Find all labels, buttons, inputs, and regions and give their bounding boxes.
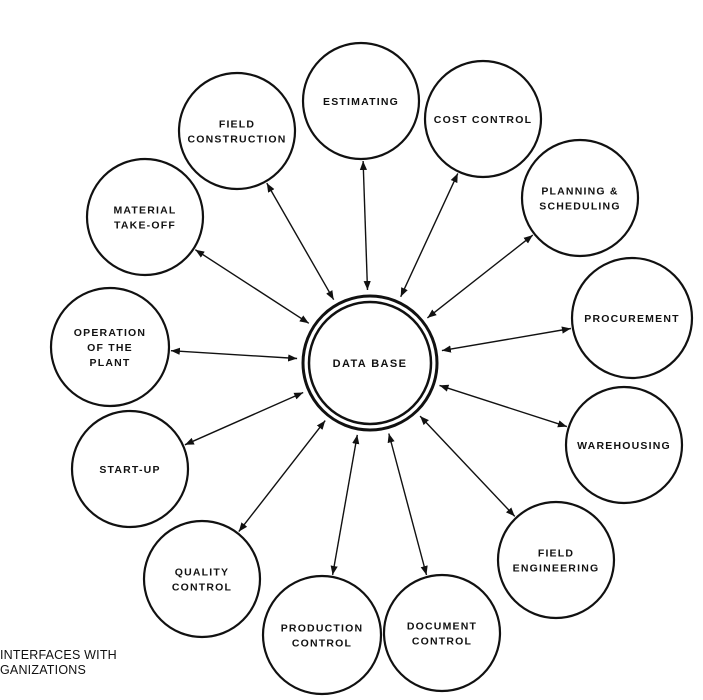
node-cost-control: COST CONTROL — [423, 59, 543, 179]
connector-arrow-start-up — [184, 391, 304, 446]
connector-arrow-quality-control — [238, 420, 326, 533]
node-label-production-control-line-2: CONTROL — [292, 638, 352, 650]
node-label-planning-scheduling-line-1: PLANNING & — [541, 186, 618, 198]
node-warehousing: WAREHOUSING — [564, 385, 684, 505]
node-material-take-off: MATERIAL TAKE-OFF — [85, 157, 205, 277]
node-label-field-engineering-line-1: FIELD — [538, 548, 574, 560]
node-label-operation-of-the-plant-line-2: OF THE — [87, 342, 133, 354]
node-label-operation-of-the-plant-line-3: PLANT — [90, 357, 131, 369]
node-label-warehousing-line-1: WAREHOUSING — [577, 440, 671, 452]
node-circle-start-up — [70, 409, 190, 529]
node-circle-material-take-off — [85, 157, 205, 277]
node-circle-planning-scheduling — [520, 138, 640, 258]
node-start-up: START-UP — [70, 409, 190, 529]
node-circle-operation-of-the-plant — [49, 286, 171, 408]
connector-arrow-cost-control — [400, 173, 459, 298]
node-label-document-control-line-1: DOCUMENT — [407, 621, 477, 633]
center-inner-ring — [307, 300, 433, 426]
connector-arrow-planning-scheduling — [426, 234, 534, 319]
node-label-production-control-line-1: PRODUCTION — [281, 623, 364, 635]
figure-caption: INTERFACES WITH GANIZATIONS — [0, 648, 117, 678]
connector-arrow-operation-of-the-plant — [170, 347, 298, 362]
connector-arrow-procurement — [441, 326, 572, 353]
node-label-procurement-line-1: PROCUREMENT — [584, 313, 679, 325]
connector-layer — [170, 160, 572, 576]
node-label-field-construction-line-1: FIELD — [219, 119, 255, 131]
node-label-quality-control-line-1: QUALITY — [175, 567, 229, 579]
node-circle-quality-control — [142, 519, 262, 639]
node-label-document-control-line-2: CONTROL — [412, 636, 472, 648]
connector-arrow-estimating — [359, 160, 371, 291]
node-circle-procurement — [570, 256, 694, 380]
node-label-operation-of-the-plant-line-1: OPERATION — [74, 327, 146, 339]
connector-arrow-field-engineering — [419, 415, 516, 517]
connector-arrow-document-control — [387, 433, 428, 576]
caption-line-2: GANIZATIONS — [0, 663, 87, 677]
node-layer: ESTIMATING COST CONTROL PLANNING & SCHEDULI… — [49, 41, 694, 696]
node-label-field-construction-line-2: CONSTRUCTION — [188, 134, 287, 146]
connector-arrow-field-construction — [266, 182, 335, 301]
node-label-start-up-line-1: START-UP — [99, 464, 160, 476]
node-field-engineering: FIELD ENGINEERING — [496, 500, 616, 620]
node-label-material-take-off-line-2: TAKE-OFF — [114, 220, 176, 232]
node-procurement: PROCUREMENT — [570, 256, 694, 380]
node-circle-cost-control — [423, 59, 543, 179]
node-operation-of-the-plant: OPERATION OF THE PLANT — [49, 286, 171, 408]
connector-arrow-production-control — [330, 434, 360, 576]
node-label-field-engineering-line-2: ENGINEERING — [513, 563, 600, 575]
node-label-cost-control-line-1: COST CONTROL — [434, 114, 532, 126]
center-node-data-base: DATA BASE — [301, 294, 439, 432]
node-label-quality-control-line-2: CONTROL — [172, 582, 232, 594]
node-field-construction: FIELD CONSTRUCTION — [177, 71, 297, 191]
caption-line-1: INTERFACES WITH — [0, 648, 117, 662]
node-document-control: DOCUMENT CONTROL — [382, 573, 502, 693]
node-quality-control: QUALITY CONTROL — [142, 519, 262, 639]
node-planning-scheduling: PLANNING & SCHEDULING — [520, 138, 640, 258]
node-circle-warehousing — [564, 385, 684, 505]
node-estimating: ESTIMATING — [301, 41, 421, 161]
node-circle-field-construction — [177, 71, 297, 191]
node-production-control: PRODUCTION CONTROL — [261, 574, 383, 696]
node-label-material-take-off-line-1: MATERIAL — [113, 205, 176, 217]
node-circle-estimating — [301, 41, 421, 161]
center-label: DATA BASE — [333, 358, 408, 370]
node-label-planning-scheduling-line-2: SCHEDULING — [539, 201, 620, 213]
center-outer-ring — [301, 294, 439, 432]
connector-arrow-warehousing — [439, 384, 568, 428]
node-label-estimating-line-1: ESTIMATING — [323, 96, 399, 108]
node-circle-field-engineering — [496, 500, 616, 620]
node-circle-document-control — [382, 573, 502, 693]
connector-arrow-material-take-off — [194, 249, 310, 324]
node-circle-production-control — [261, 574, 383, 696]
